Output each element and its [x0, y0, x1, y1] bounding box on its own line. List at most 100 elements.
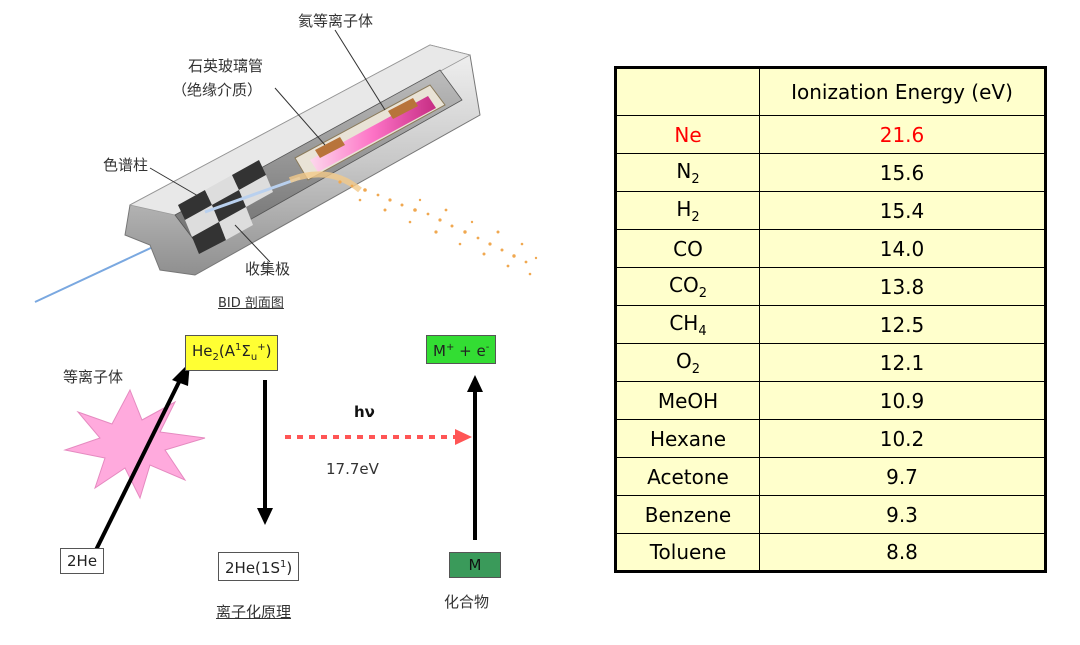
compound-name: Acetone — [647, 464, 729, 489]
he-end-sup: 1 — [279, 559, 287, 570]
ionization-energy-cell: 10.2 — [759, 419, 1046, 458]
bid-cross-section-illustration — [34, 29, 538, 303]
table-row: Benzene 9.3 — [615, 495, 1046, 534]
compound-name-cell: Toluene — [615, 533, 760, 572]
callout-leaders — [149, 29, 386, 263]
ionization-energy-cell: 13.8 — [759, 267, 1046, 306]
ionization-energy-cell: 14.0 — [759, 229, 1046, 268]
ion-m: M — [433, 342, 446, 360]
plasma-glow — [310, 96, 436, 172]
ionization-energy-cell: 8.8 — [759, 533, 1046, 572]
table-row: Acetone 9.7 — [615, 457, 1046, 496]
compound-name-cell: CO2 — [615, 267, 760, 306]
compound-name: Toluene — [649, 540, 727, 564]
ionization-energy-cell: 9.3 — [759, 495, 1046, 534]
exhaust-particles — [338, 180, 538, 276]
he2-sub2: u — [250, 352, 258, 363]
compound-name: CH — [669, 310, 699, 335]
ion-sup-plus: + — [445, 342, 455, 353]
he2-paren-close: ) — [265, 342, 272, 360]
ionization-energy-cell: 10.9 — [759, 381, 1046, 420]
electrode-bands — [315, 98, 418, 158]
he2-sup1: 1 — [235, 342, 242, 353]
relaxation-arrowhead — [257, 508, 273, 525]
he2-base: He — [192, 342, 213, 360]
plasma-callout: 氦等离子体 — [298, 12, 374, 30]
table-header-row: Ionization Energy (eV) — [615, 67, 1046, 116]
ionization-energy-cell: 21.6 — [759, 115, 1046, 154]
ion-sup-minus: - — [485, 342, 490, 353]
ionization-energy-cell: 12.5 — [759, 305, 1046, 344]
compound-subscript: 2 — [691, 171, 700, 187]
table-header-empty — [615, 67, 760, 116]
compound-subscript: 2 — [691, 209, 700, 225]
compound-name: Hexane — [649, 426, 727, 451]
he-ground-end-box: 2He(1S1) — [218, 552, 300, 581]
collector-callout: 收集极 — [245, 260, 291, 278]
excitation-arrow — [90, 379, 182, 559]
he2-paren-open: (A — [218, 342, 236, 360]
he2-sigma: Σ — [241, 342, 251, 360]
compound-name-cell: Hexane — [615, 419, 760, 458]
ion-state-box: M+ + e- — [426, 335, 497, 364]
ion-plus-e: + e — [454, 342, 486, 360]
he-ground-start-box: 2He — [60, 548, 105, 574]
table-row: MeOH 10.9 — [615, 381, 1046, 420]
compound-name: Ne — [674, 122, 702, 147]
ionization-energy-cell: 15.4 — [759, 191, 1046, 230]
he2-sup2: + — [257, 342, 266, 353]
detector-body-top — [128, 44, 472, 216]
photon-arrowhead — [455, 429, 472, 445]
he-end-text: 2He(1S — [225, 559, 280, 577]
column-callout: 色谱柱 — [103, 156, 149, 174]
principle-caption: 离子化原理 — [216, 603, 292, 621]
compound-box: M — [449, 552, 501, 578]
table-row: Hexane 10.2 — [615, 419, 1046, 458]
gas-stream — [288, 171, 362, 193]
collector-electrodes — [178, 160, 273, 254]
compound-name-cell: CH4 — [615, 305, 760, 344]
compound-name: MeOH — [657, 388, 719, 413]
compound-name: Benzene — [644, 502, 732, 527]
ionization-arrowhead — [467, 375, 483, 392]
ionization-energy-cell: 12.1 — [759, 343, 1046, 382]
photon-label: hν — [354, 403, 375, 421]
compound-name-cell: CO — [615, 229, 760, 268]
compound-subscript: 2 — [691, 361, 701, 377]
quartz-tube-callout: 石英玻璃管 — [188, 57, 264, 75]
compound-name-cell: Benzene — [615, 495, 760, 534]
compound-name-cell: MeOH — [615, 381, 760, 420]
compound-subscript: 4 — [698, 323, 707, 339]
column-flow-line — [204, 176, 301, 214]
bid-section-caption: BID 剖面图 — [218, 296, 284, 311]
compound-name: H — [676, 196, 692, 221]
table-row: Toluene 8.8 — [615, 533, 1046, 572]
ionization-energy-cell: 9.7 — [759, 457, 1046, 496]
dielectric-callout: （绝缘介质） — [172, 81, 263, 99]
compound-name: O — [675, 348, 692, 373]
he2-excited-state-box: He2(A1Σu+) — [185, 335, 279, 371]
compound-label: 化合物 — [444, 593, 490, 611]
compound-name: CO — [669, 272, 699, 297]
compound-name-cell: N2 — [615, 153, 760, 192]
compound-name-cell: O2 — [615, 343, 760, 382]
he2-sub: 2 — [212, 352, 219, 363]
plasma-starburst — [63, 388, 206, 500]
ionization-principle-diagram — [63, 362, 483, 559]
ionization-energy-cell: 15.6 — [759, 153, 1046, 192]
compound-name-cell: H2 — [615, 191, 760, 230]
table-row: Ne 21.6 — [615, 115, 1046, 154]
plasma-label: 等离子体 — [63, 368, 124, 386]
he-end-close: ) — [286, 559, 293, 577]
compound-name: N — [676, 158, 692, 183]
compound-subscript: 2 — [698, 285, 707, 301]
compound-name-cell: Acetone — [615, 457, 760, 496]
